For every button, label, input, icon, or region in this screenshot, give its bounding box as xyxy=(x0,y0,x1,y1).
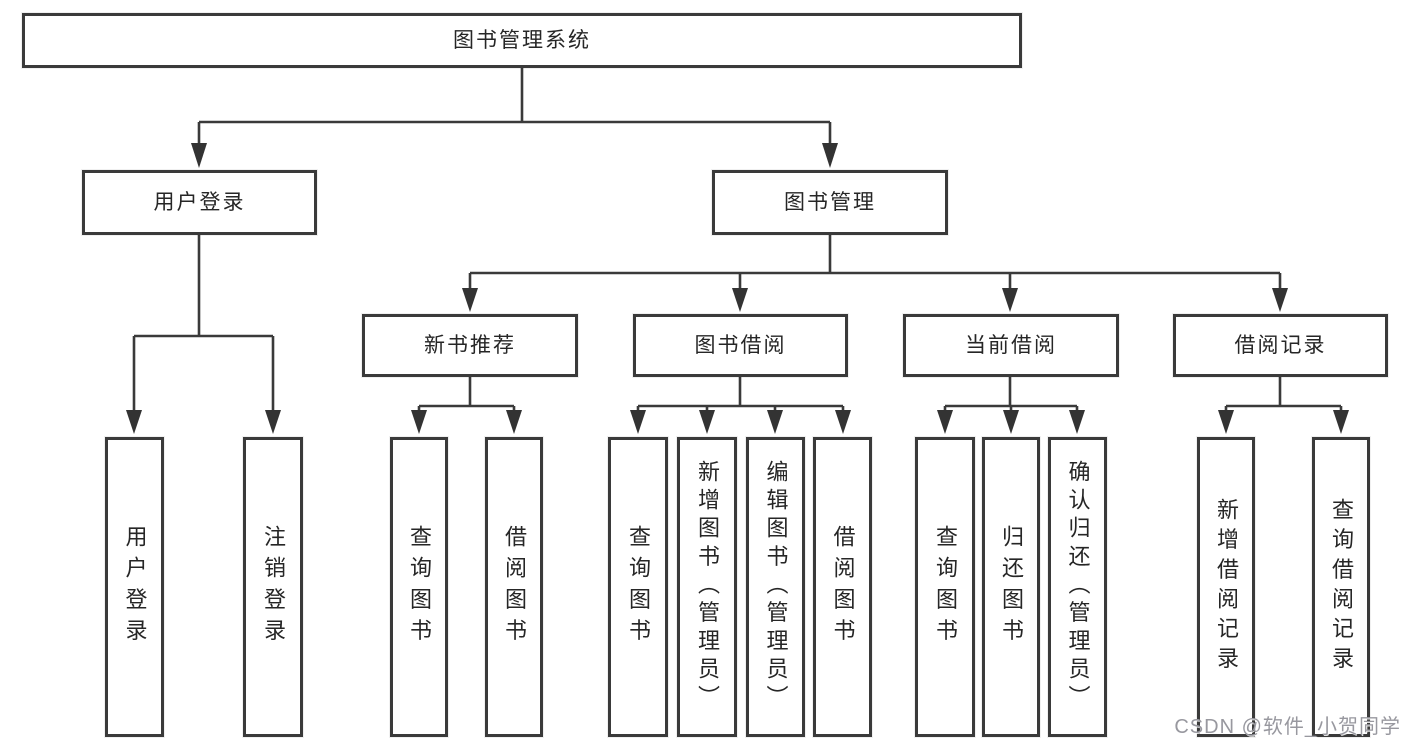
node-book-borrow: 图书借阅 xyxy=(633,314,848,377)
leaf-edit-book-admin-label: 编辑图书（管理员） xyxy=(763,460,789,714)
node-user-login: 用户登录 xyxy=(82,170,317,235)
leaf-logout-label: 注销登录 xyxy=(261,524,286,650)
leaf-logout: 注销登录 xyxy=(243,437,303,737)
leaf-add-book-admin-label: 新增图书（管理员） xyxy=(695,460,720,714)
leaf-query-books-2-label: 查询图书 xyxy=(626,524,651,650)
leaf-add-borrow-record-label: 新增借阅记录 xyxy=(1214,497,1239,677)
leaf-user-login: 用户登录 xyxy=(105,437,164,737)
node-root: 图书管理系统 xyxy=(22,13,1022,68)
leaf-query-books-3: 查询图书 xyxy=(915,437,975,737)
leaf-return-books-label: 归还图书 xyxy=(999,524,1024,650)
node-current-borrow: 当前借阅 xyxy=(903,314,1119,377)
leaf-add-book-admin: 新增图书（管理员） xyxy=(677,437,737,737)
leaf-query-books-2: 查询图书 xyxy=(608,437,668,737)
csdn-watermark: CSDN @软件_小贺同学 xyxy=(1174,716,1401,738)
leaf-query-borrow-record-label: 查询借阅记录 xyxy=(1329,497,1354,677)
leaf-confirm-return-admin: 确认归还（管理员） xyxy=(1048,437,1107,737)
leaf-return-books: 归还图书 xyxy=(982,437,1040,737)
node-book-mgmt: 图书管理 xyxy=(712,170,948,235)
leaf-query-books-1-label: 查询图书 xyxy=(407,524,432,650)
leaf-borrow-books-1-label: 借阅图书 xyxy=(502,524,527,650)
leaf-query-books-1: 查询图书 xyxy=(390,437,448,737)
node-new-book-recommend-label: 新书推荐 xyxy=(424,334,516,357)
leaf-borrow-books-2-label: 借阅图书 xyxy=(830,524,856,650)
leaf-edit-book-admin: 编辑图书（管理员） xyxy=(746,437,805,737)
node-user-login-label: 用户登录 xyxy=(153,191,246,214)
node-book-borrow-label: 图书借阅 xyxy=(694,334,787,357)
node-book-mgmt-label: 图书管理 xyxy=(784,191,876,214)
leaf-query-books-3-label: 查询图书 xyxy=(933,524,958,650)
leaf-borrow-books-1: 借阅图书 xyxy=(485,437,543,737)
node-root-label: 图书管理系统 xyxy=(453,29,591,52)
node-borrow-records-label: 借阅记录 xyxy=(1234,334,1327,357)
leaf-confirm-return-admin-label: 确认归还（管理员） xyxy=(1065,460,1091,714)
node-current-borrow-label: 当前借阅 xyxy=(965,334,1057,357)
leaf-query-borrow-record: 查询借阅记录 xyxy=(1312,437,1370,737)
leaf-add-borrow-record: 新增借阅记录 xyxy=(1197,437,1255,737)
leaf-user-login-label: 用户登录 xyxy=(122,524,148,650)
node-borrow-records: 借阅记录 xyxy=(1173,314,1388,377)
leaf-borrow-books-2: 借阅图书 xyxy=(813,437,872,737)
node-new-book-recommend: 新书推荐 xyxy=(362,314,578,377)
